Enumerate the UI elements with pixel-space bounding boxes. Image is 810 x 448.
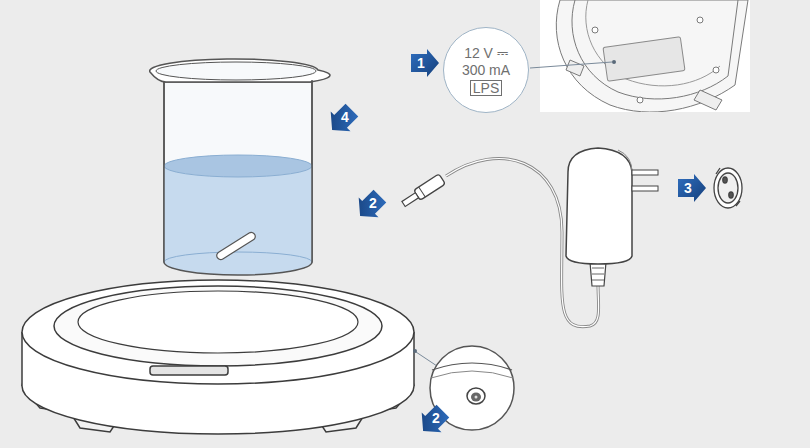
callout-number: 3 — [684, 180, 692, 196]
rating-label: 12 V ⎓300 mALPS — [443, 27, 529, 113]
leader-dot — [612, 60, 616, 64]
wall-socket — [714, 168, 742, 208]
rating-text: LPS — [470, 80, 502, 96]
callout-number: 4 — [341, 109, 349, 125]
beaker — [150, 59, 330, 275]
rating-text: 12 V ⎓ — [464, 45, 508, 62]
rating-text: 300 mA — [462, 62, 510, 79]
leader-line — [530, 62, 612, 68]
callout-number: 2 — [369, 195, 377, 211]
stirrer-base — [22, 280, 414, 434]
device-underside — [540, 0, 750, 112]
power-adapter — [400, 148, 658, 327]
callout-number: 2 — [432, 410, 440, 426]
callout-number: 1 — [417, 55, 425, 71]
callout-arrows — [322, 49, 706, 441]
leader-dot — [413, 349, 417, 353]
